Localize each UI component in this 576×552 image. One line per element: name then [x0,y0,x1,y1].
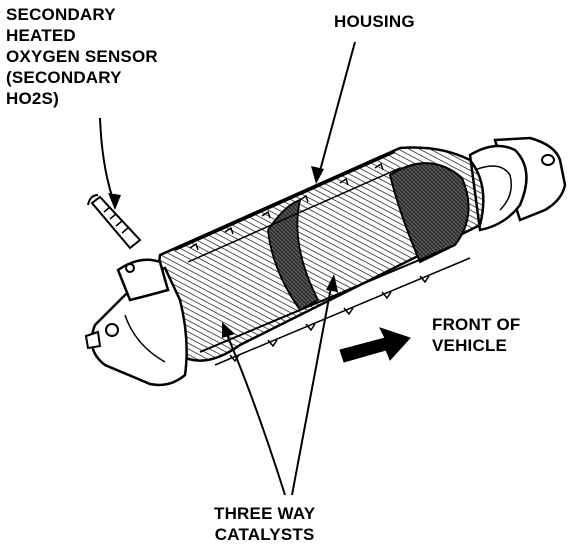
oxygen-sensor [87,194,142,250]
catalysts-label-line: THREE WAY [214,504,316,523]
housing-leader-line [317,41,356,179]
sensor-label-line: HO2S) [6,89,59,108]
catalyst-leader-line-1 [224,329,286,496]
catalyst-arrowhead-1 [222,322,235,338]
sensor-label-line: HEATED [6,26,76,45]
leader-lines [99,41,356,496]
sensor-arrowhead [108,193,121,210]
sensor-label: SECONDARY HEATED OXYGEN SENSOR (SECONDAR… [6,4,158,109]
front-label-line: FRONT OF [432,315,521,334]
outlet-flange [468,136,567,232]
front-label-line: VEHICLE [432,336,508,355]
three-way-catalysts-label: THREE WAY CATALYSTS [214,503,315,545]
sensor-label-line: (SECONDARY [6,68,122,87]
housing-body [156,146,485,366]
catalyst-leader-line-2 [291,281,333,496]
sensor-leader-line [99,117,116,206]
sensor-label-line: OXYGEN SENSOR [6,47,158,66]
front-of-vehicle-label: FRONT OF VEHICLE [432,314,520,356]
inlet-flange [84,258,188,387]
sensor-label-line: SECONDARY [6,5,116,24]
catalyst-arrowhead-2 [326,274,338,292]
housing-label-text: HOUSING [334,12,415,31]
catalysts-label-line: CATALYSTS [214,525,315,544]
housing-arrowhead [311,166,324,184]
leader-arrowheads [108,166,338,338]
housing-label: HOUSING [334,11,415,32]
front-direction-arrow [339,327,411,363]
